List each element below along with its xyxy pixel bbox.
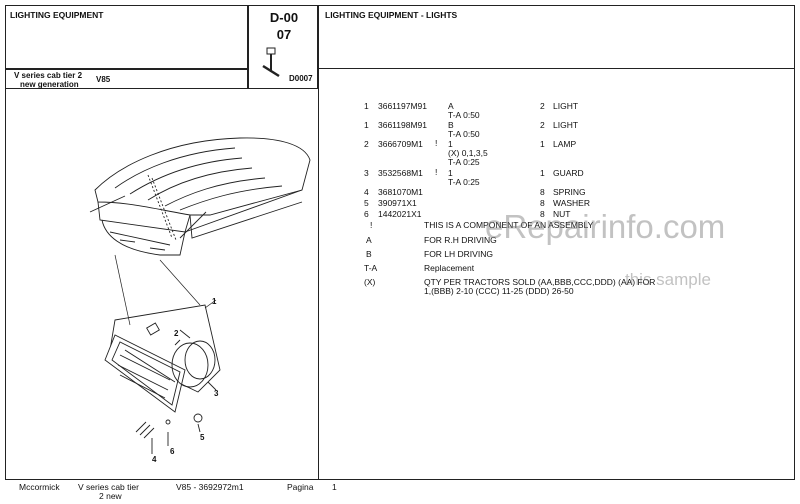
part-qty: 1: [540, 168, 545, 178]
header-title-box: LIGHTING EQUIPMENT: [5, 5, 248, 69]
part-note: T-A 0:25: [448, 177, 480, 187]
callout-labels: 1 2 3 4 5 6: [152, 297, 219, 464]
component-mark: !: [435, 167, 438, 177]
part-number: 3681070M1: [378, 187, 423, 197]
legend-text: Replacement: [424, 263, 475, 273]
part-desc: NUT: [553, 209, 571, 219]
callout-1: 1: [212, 297, 217, 306]
part-number: 3666709M1: [378, 139, 423, 149]
legend-key: T-A: [364, 263, 378, 273]
part-note: B: [448, 120, 454, 130]
part-number: 3532568M1: [378, 168, 423, 178]
section-code-sub: 07: [276, 27, 292, 42]
section-code: D-00: [269, 10, 299, 25]
headlamp-drawing: [104, 304, 221, 454]
code-box: D-00 07 D0007: [248, 5, 318, 89]
part-desc: LIGHT: [553, 101, 579, 111]
part-desc: WASHER: [553, 198, 590, 208]
part-number: 390971X1: [378, 198, 417, 208]
part-row: 1: [364, 101, 369, 111]
part-qty: 8: [540, 198, 545, 208]
footer-brand: Mccormick: [19, 482, 60, 492]
part-note: T-A 0:25: [448, 157, 480, 167]
part-note: 1: [448, 139, 453, 149]
part-row: 3: [364, 168, 369, 178]
part-note: 1: [448, 168, 453, 178]
legend-text: QTY PER TRACTORS SOLD (AA,BBB,CCC,DDD) (…: [424, 277, 656, 287]
callout-3: 3: [214, 389, 219, 398]
series-box: V series cab tier 2 new generation V85: [5, 69, 248, 89]
part-qty: 8: [540, 209, 545, 219]
divider-vertical: [318, 69, 319, 479]
series-line2: new generation: [20, 80, 79, 89]
right-title-box: LIGHTING EQUIPMENT - LIGHTS: [318, 5, 795, 69]
part-number: 3661197M91: [378, 101, 427, 111]
part-row: 5: [364, 198, 369, 208]
legend-key: A: [366, 235, 372, 245]
frame-left: [5, 89, 6, 480]
watermark-main: eRepairinfo.com: [485, 208, 726, 245]
footer-page-label: Pagina: [287, 482, 314, 492]
part-desc: SPRING: [553, 187, 586, 197]
part-number: 1442021X1: [378, 209, 422, 219]
series-line1: V series cab tier 2: [14, 71, 83, 80]
exploded-diagram: 1 2 3 4 5 6: [89, 137, 311, 464]
legend-key: !: [370, 220, 373, 230]
footer-page-number: 1: [332, 482, 337, 492]
callout-5: 5: [200, 433, 205, 442]
series-model: V85: [96, 75, 111, 84]
part-row: 2: [364, 139, 369, 149]
callout-6: 6: [170, 447, 175, 456]
footer-series-line2: 2 new: [99, 491, 122, 501]
part-row: 6: [364, 209, 369, 219]
part-qty: 2: [540, 101, 545, 111]
part-number: 3661198M91: [378, 120, 427, 130]
legend-text: FOR LH DRIVING: [424, 249, 493, 259]
part-desc: LAMP: [553, 139, 577, 149]
frame-right: [794, 69, 795, 480]
part-qty: 8: [540, 187, 545, 197]
part-qty: 1: [540, 139, 545, 149]
part-row: 1: [364, 120, 369, 130]
legend-text: FOR R.H DRIVING: [424, 235, 497, 245]
ref-code: D0007: [289, 74, 313, 83]
part-note: A: [448, 101, 454, 111]
section-title: LIGHTING EQUIPMENT: [10, 10, 104, 20]
legend-key: B: [366, 249, 372, 259]
legend-text-cont: 1,(BBB) 2-10 (CCC) 11-25 (DDD) 26-50: [424, 286, 574, 296]
part-qty: 2: [540, 120, 545, 130]
bulb-icon: [262, 47, 280, 78]
right-title: LIGHTING EQUIPMENT - LIGHTS: [325, 10, 458, 20]
part-note: (X) 0,1,3,5: [448, 148, 488, 158]
part-row: 4: [364, 187, 369, 197]
cab-roof-drawing: [89, 137, 311, 256]
footer-series-line1: V series cab tier: [78, 482, 139, 492]
legend-key: (X): [364, 277, 376, 287]
footer-model-code: V85 - 3692972m1: [176, 482, 244, 492]
callout-2: 2: [174, 329, 179, 338]
part-note: T-A 0:50: [448, 110, 480, 120]
leader-lines: [114, 254, 217, 326]
part-desc: GUARD: [553, 168, 584, 178]
part-note: T-A 0:50: [448, 129, 480, 139]
component-mark: !: [435, 138, 438, 148]
part-desc: LIGHT: [553, 120, 579, 130]
watermark-sub: this sample: [625, 270, 711, 289]
divider-horizontal: [5, 479, 795, 480]
callout-4: 4: [152, 455, 157, 464]
legend-text: THIS IS A COMPONENT OF AN ASSEMBLY: [424, 220, 594, 230]
